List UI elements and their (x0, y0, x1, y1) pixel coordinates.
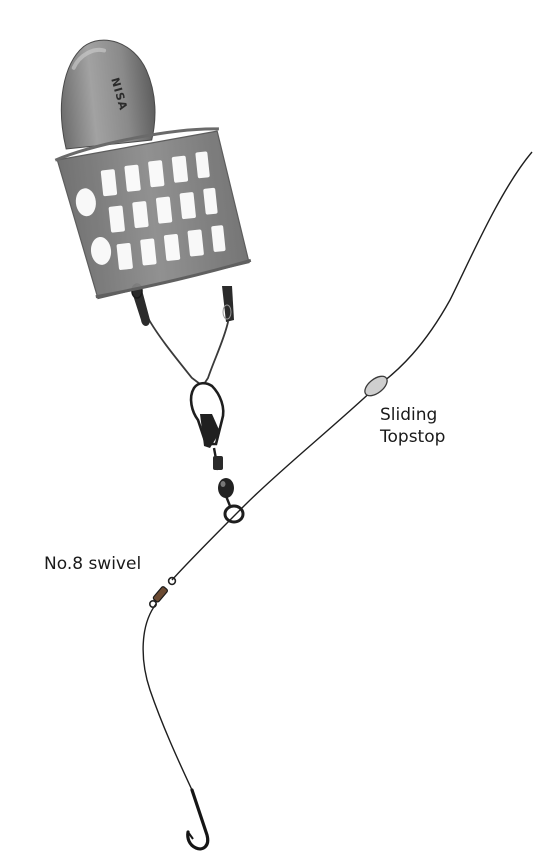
topstop-label-line1: Sliding (380, 405, 438, 425)
swivel-label: No.8 swivel (44, 554, 142, 574)
hook-icon (186, 788, 210, 851)
bead-icon (218, 478, 234, 498)
snap-link-icon (189, 381, 225, 471)
feeder-link (131, 283, 234, 385)
topstop-label-line2: Topstop (380, 427, 446, 447)
hooklink-line (142, 603, 193, 791)
sliding-topstop-label: Sliding Topstop (380, 404, 445, 448)
swivel-icon (149, 576, 177, 608)
feeder-cage-icon: NISA (54, 39, 252, 300)
ring-swivel-icon (223, 495, 245, 524)
topstop-icon (364, 375, 388, 397)
